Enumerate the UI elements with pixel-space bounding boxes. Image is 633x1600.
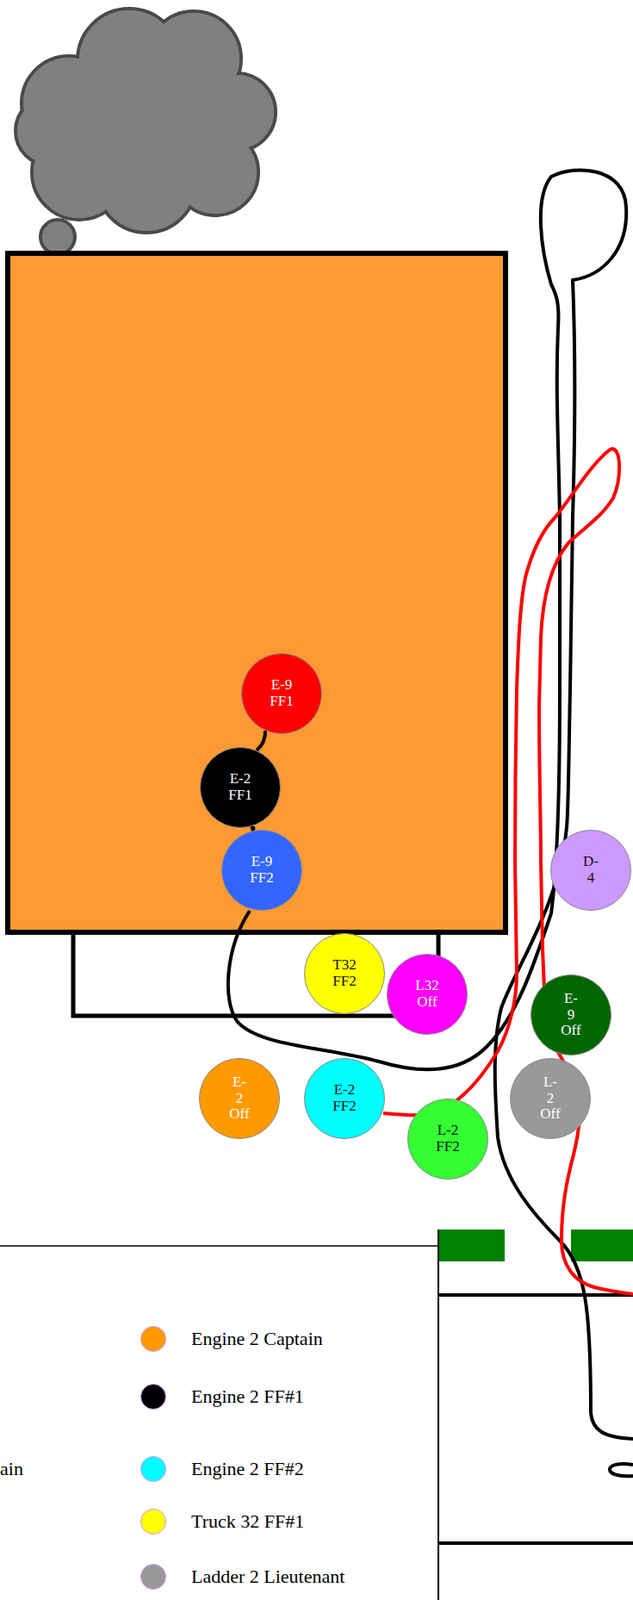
unit-circle: D-4: [550, 829, 632, 911]
legend-text: Engine 2 Captain: [191, 1327, 323, 1350]
hose-line: [609, 1463, 633, 1476]
structure-line: [438, 1540, 633, 1545]
unit-label: E-2 Off: [229, 1073, 249, 1123]
unit-circle: L-2 FF2: [407, 1098, 489, 1180]
smoke-cloud: [15, 8, 276, 292]
unit-label: E-9 Off: [560, 990, 581, 1039]
green-bar: [570, 1228, 633, 1261]
unit-circle: E-9 FF2: [221, 829, 303, 911]
legend-swatch: [140, 1383, 167, 1409]
smoke-cloud-fill: [17, 10, 274, 231]
unit-circle: E-2 Off: [198, 1057, 280, 1139]
unit-label: E-9 FF2: [249, 853, 274, 886]
unit-label: E-2 FF2: [332, 1081, 356, 1114]
unit-label: L32 Off: [415, 977, 439, 1010]
porch: [73, 931, 439, 1016]
green-bar: [438, 1228, 505, 1261]
unit-circle: E-9 FF1: [241, 652, 323, 734]
legend-text: Truck 32 FF#1: [191, 1509, 305, 1533]
hose-line: [383, 448, 633, 1294]
unit-label: E-9 FF1: [269, 676, 293, 709]
hose-line: [228, 169, 633, 1439]
unit-circle: E-9 Off: [530, 974, 612, 1055]
structure-line: [438, 1292, 633, 1297]
unit-label: D-4: [583, 853, 599, 886]
legend-fragment: ain: [0, 1457, 24, 1480]
building: [7, 253, 506, 932]
unit-label: E-2 FF1: [228, 770, 252, 803]
unit-circle: T32 FF2: [304, 932, 385, 1014]
unit-label: L-2 FF2: [435, 1122, 460, 1155]
legend-swatch: [140, 1508, 167, 1534]
unit-circle: L-2 Off: [509, 1057, 591, 1139]
unit-circle: E-2 FF1: [199, 746, 281, 828]
unit-label: L-2 Off: [539, 1073, 560, 1123]
legend-swatch: [140, 1325, 167, 1352]
legend-box: [0, 1245, 439, 1600]
hose-connector: [256, 730, 266, 751]
legend-text: Engine 2 FF#1: [191, 1384, 305, 1408]
legend-swatch: [140, 1563, 167, 1589]
unit-label: T32 FF2: [332, 956, 356, 989]
legend-swatch: [140, 1455, 167, 1482]
legend-text: Ladder 2 Lieutenant: [191, 1564, 345, 1588]
unit-circle: E-2 FF2: [304, 1057, 385, 1139]
unit-circle: L32 Off: [386, 953, 468, 1035]
legend-text: Engine 2 FF#2: [191, 1457, 305, 1480]
